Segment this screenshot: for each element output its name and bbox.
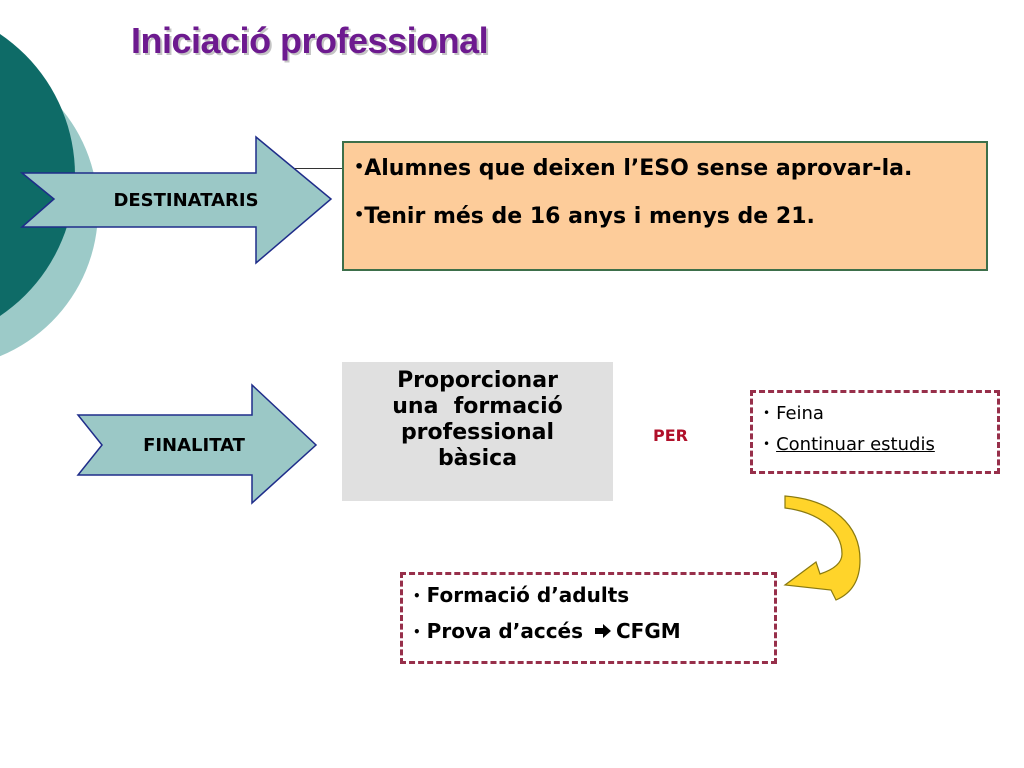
finalitat-arrow-shape — [76, 383, 318, 505]
bullet: • — [354, 205, 365, 224]
page-title: Iniciació professional — [131, 20, 489, 61]
per-connector-label: PER — [653, 426, 688, 445]
destinataris-box: •Alumnes que deixen l’ESO sense aprovar-… — [342, 141, 988, 271]
finalitat-description-box: Proporcionar una formació professional b… — [342, 362, 613, 501]
purposes-box: •Feina • Continuar estudis — [750, 390, 1000, 474]
outcomes-box: •Formació d’adults •Prova d’accés CFGM — [400, 572, 777, 664]
curved-arrow-icon — [783, 495, 861, 601]
destinataris-item: •Alumnes que deixen l’ESO sense aprovar-… — [354, 156, 913, 181]
connector-line — [295, 168, 343, 169]
bullet: • — [763, 406, 771, 420]
description-line: una formació — [392, 394, 563, 419]
outcome-item: •Prova d’accés CFGM — [413, 619, 681, 643]
bullet: • — [413, 589, 421, 603]
continuar-estudis-link[interactable]: Continuar estudis — [776, 434, 935, 455]
bullet: • — [413, 625, 421, 639]
purpose-item: •Feina — [763, 403, 824, 424]
finalitat-arrow: FINALITAT — [76, 383, 318, 505]
finalitat-label: FINALITAT — [143, 435, 246, 456]
right-arrow-icon — [595, 624, 611, 638]
purpose-item-link[interactable]: • Continuar estudis — [763, 434, 997, 455]
description-line: bàsica — [437, 446, 518, 471]
curved-arrow-shape — [783, 495, 861, 601]
description-line: professional — [400, 420, 555, 445]
destinataris-label: DESTINATARIS — [113, 190, 258, 211]
destinataris-item: •Tenir més de 16 anys i menys de 21. — [354, 204, 815, 229]
description-line: Proporcionar — [397, 368, 558, 393]
outcome-item: •Formació d’adults — [413, 583, 630, 607]
bullet: • — [763, 437, 771, 451]
bullet: • — [354, 157, 365, 176]
destinataris-arrow: DESTINATARIS — [20, 135, 333, 265]
destinataris-arrow-shape — [20, 135, 333, 265]
